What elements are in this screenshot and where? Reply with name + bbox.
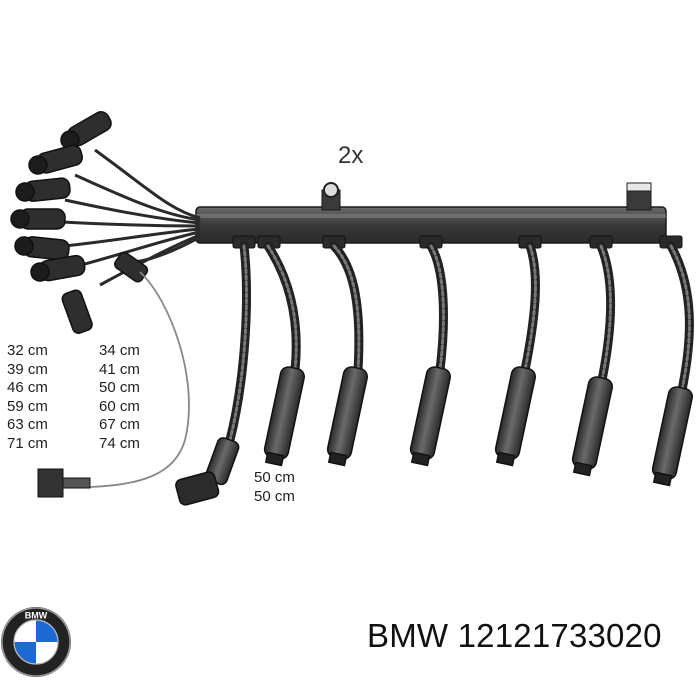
length-label: 67 cm (99, 416, 140, 434)
length-label: 46 cm (7, 379, 48, 397)
brand-name: BMW (367, 617, 449, 654)
brand-part-number: BMW 12121733020 (367, 617, 662, 655)
length-label: 32 cm (7, 342, 48, 359)
vertical-leads (225, 241, 694, 445)
length-label: 71 cm (7, 434, 48, 452)
length-label: 50 cm (99, 379, 140, 397)
length-label: 50 cm (254, 487, 295, 505)
bmw-roundel-icon: BMW (1, 607, 71, 677)
extra-lengths: 50 cm 50 cm (254, 469, 295, 506)
svg-text:BMW: BMW (25, 611, 48, 621)
length-label: 34 cm (99, 342, 140, 359)
length-label: 39 cm (7, 360, 48, 378)
lengths-right-column: 34 cm 41 cm 50 cm 60 cm 67 cm 74 cm (99, 342, 140, 454)
quantity-label: 2x (338, 142, 364, 169)
length-label: 74 cm (99, 434, 140, 452)
length-label: 63 cm (7, 416, 48, 434)
sensor-wire (37, 271, 190, 498)
left-wire-bundle (61, 148, 201, 287)
length-label: 50 cm (254, 469, 295, 486)
vertical-boots (175, 366, 693, 506)
length-label: 59 cm (7, 397, 48, 415)
length-label: 41 cm (99, 360, 140, 378)
lengths-left-column: 32 cm 39 cm 46 cm 59 cm 63 cm 71 cm (7, 342, 48, 454)
harness-rail (195, 182, 683, 249)
length-label: 60 cm (99, 397, 140, 415)
part-number: 12121733020 (457, 617, 662, 654)
